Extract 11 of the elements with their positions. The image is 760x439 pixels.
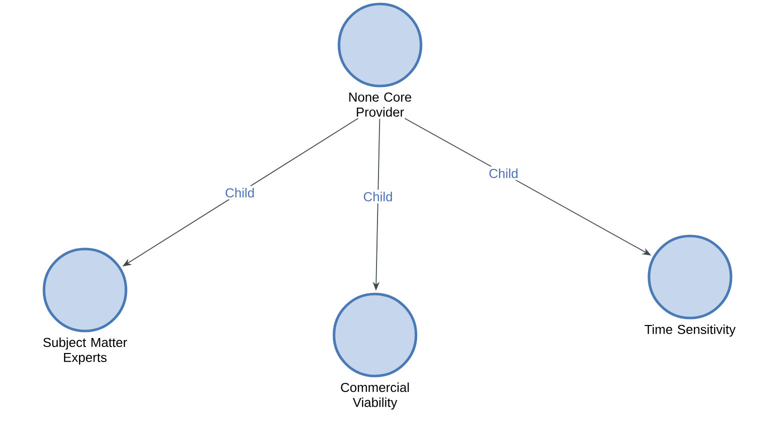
edge-label: Child — [489, 168, 518, 178]
node-label: Subject Matter Experts — [43, 337, 128, 365]
node-label: None Core Provider — [349, 92, 412, 117]
node-label: Commercial Viability — [340, 382, 409, 410]
circle-node: Commercial Viability — [332, 292, 418, 410]
edge-label: Child — [364, 192, 392, 202]
edge-label: Child — [226, 188, 254, 198]
node-label: Time Sensitivity — [644, 324, 736, 337]
circle-node: Time Sensitivity — [644, 234, 736, 337]
circle-node: None Core Provider — [338, 2, 422, 117]
circle-node: Subject Matter Experts — [42, 248, 128, 365]
